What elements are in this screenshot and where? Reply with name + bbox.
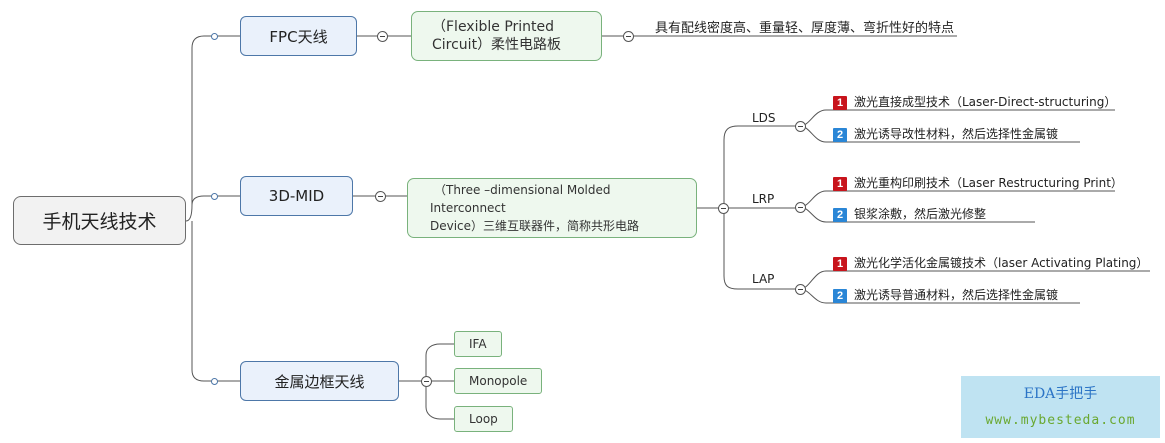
priority-2-icon: 2 [833,207,847,222]
collapse-toggle-icon[interactable] [421,376,432,387]
method-lds-label[interactable]: LDS [752,111,776,125]
watermark-url: www.mybesteda.com [985,413,1136,428]
collapse-toggle-icon[interactable] [718,203,729,214]
lrp-step-1-text: 激光重构印刷技术（Laser Restructuring Print） [854,176,1123,190]
watermark: EDA手把手 www.mybesteda.com [961,376,1160,438]
collapse-toggle-icon[interactable] [377,31,388,42]
node-fpc-label: FPC天线 [269,27,328,46]
lds-step-1-text: 激光直接成型技术（Laser-Direct-structuring） [854,95,1117,109]
lrp-step-2[interactable]: 2 银浆涂敷，然后激光修整 [833,205,986,222]
method-lrp-label[interactable]: LRP [752,192,775,206]
node-fpc-antenna[interactable]: FPC天线 [240,16,357,56]
connector-dot [211,193,218,200]
mid-detail-line1: （Three –dimensional Molded [434,183,611,197]
type-monopole-label: Monopole [469,374,528,388]
fpc-feature-note: 具有配线密度高、重量轻、厚度薄、弯折性好的特点 [655,21,955,36]
type-ifa-label: IFA [469,337,487,351]
node-3d-mid[interactable]: 3D-MID [240,176,353,216]
collapse-toggle-icon[interactable] [795,284,806,295]
priority-2-icon: 2 [833,127,847,142]
watermark-title: EDA手把手 [1023,386,1098,402]
type-ifa[interactable]: IFA [454,331,502,357]
fpc-detail-line2: Circuit）柔性电路板 [432,37,562,53]
lrp-step-2-text: 银浆涂敷，然后激光修整 [854,207,987,221]
connector-dot [211,378,218,385]
method-lap-label[interactable]: LAP [752,272,775,286]
collapse-toggle-icon[interactable] [795,121,806,132]
mid-detail-line2: Interconnect [430,201,506,215]
lap-step-1-text: 激光化学活化金属镀技术（laser Activating Plating） [854,256,1149,270]
priority-1-icon: 1 [833,95,847,110]
type-monopole[interactable]: Monopole [454,368,543,394]
lrp-step-1[interactable]: 1 激光重构印刷技术（Laser Restructuring Print） [833,174,1123,191]
type-loop-label: Loop [469,412,498,426]
priority-2-icon: 2 [833,288,847,303]
node-metal-frame[interactable]: 金属边框天线 [240,361,399,401]
collapse-toggle-icon[interactable] [623,31,634,42]
lds-step-2[interactable]: 2 激光诱导改性材料，然后选择性金属镀 [833,125,1058,142]
collapse-toggle-icon[interactable] [795,202,806,213]
root-label: 手机天线技术 [42,211,157,233]
collapse-toggle-icon[interactable] [375,191,386,202]
lds-step-1[interactable]: 1 激光直接成型技术（Laser-Direct-structuring） [833,93,1116,110]
mid-detail-line3: Device）三维互联器件，简称共形电路 [430,219,640,233]
lap-step-2-text: 激光诱导普通材料，然后选择性金属镀 [854,288,1059,302]
node-3d-mid-detail[interactable]: （Three –dimensional Molded Interconnect … [407,178,697,238]
lap-step-2[interactable]: 2 激光诱导普通材料，然后选择性金属镀 [833,286,1058,303]
root-node[interactable]: 手机天线技术 [13,196,186,245]
node-fpc-detail[interactable]: （Flexible Printed Circuit）柔性电路板 [411,11,602,61]
lap-step-1[interactable]: 1 激光化学活化金属镀技术（laser Activating Plating） [833,254,1148,271]
connector-dot [211,33,218,40]
priority-1-icon: 1 [833,176,847,191]
lds-step-2-text: 激光诱导改性材料，然后选择性金属镀 [854,127,1059,141]
node-metal-frame-label: 金属边框天线 [274,372,365,391]
fpc-detail-line1: （Flexible Printed [432,19,555,35]
type-loop[interactable]: Loop [454,406,513,432]
priority-1-icon: 1 [833,256,847,271]
node-3d-mid-label: 3D-MID [268,187,325,205]
